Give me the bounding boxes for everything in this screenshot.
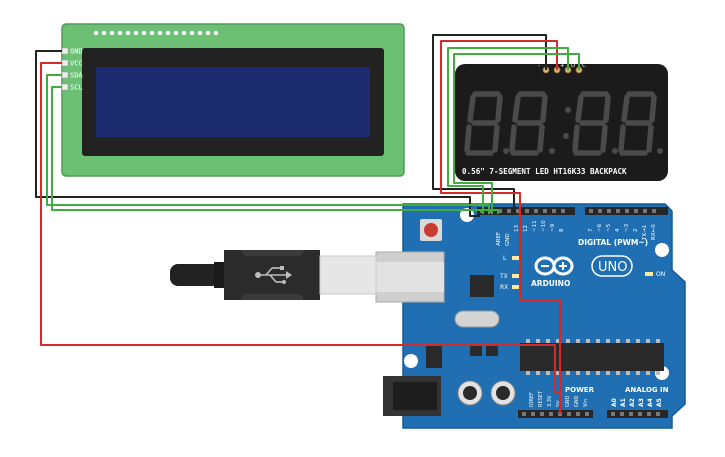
lcd-top-pin-header [93, 30, 219, 36]
power-section-label: POWER [565, 386, 595, 394]
capacitor [496, 386, 510, 400]
arduino-logo-icon [534, 256, 574, 276]
usb-plug-metal [319, 255, 377, 295]
analog-header [607, 410, 668, 418]
seven-segment-digit [509, 91, 548, 156]
seven-segment-digit [572, 91, 611, 156]
wire-seg-vcc [440, 40, 561, 414]
seven-segment-digit [618, 91, 657, 156]
seven-segment-pin-plus-label: + [560, 63, 565, 69]
lcd-pin-vcc-label: VCC [70, 60, 83, 68]
digital-pin-labels: AREF GND 13 12 ~11 ~10 ~9 8 7 ~6 ~5 4 ~3… [496, 220, 657, 246]
lcd-pin-gnd-label: GND [70, 48, 83, 56]
seven-segment-dots [503, 107, 663, 154]
seven-segment-digit [464, 91, 503, 156]
pin-label-a4: A4 [647, 398, 654, 407]
reset-button-cap[interactable] [424, 223, 438, 237]
capacitor [463, 386, 477, 400]
arduino-pcb [402, 203, 686, 429]
pin-label-12: 12 [523, 225, 529, 232]
led-tx [512, 274, 520, 278]
wire-seg-scl [453, 53, 580, 214]
usb-cable [170, 250, 377, 300]
analog-section-label: ANALOG IN [625, 386, 669, 394]
pin-label-a1: A1 [620, 398, 627, 407]
pin-label-reset: RESET [538, 390, 544, 407]
seven-segment-pin-minus-label: - [538, 63, 540, 69]
atmega-chip [520, 343, 664, 371]
pin-label-8: 8 [559, 228, 565, 232]
mounting-hole [404, 354, 418, 368]
arduino-logo-text: ARDUINO [531, 279, 570, 288]
pin-label-a5: A5 [656, 398, 663, 407]
pin-label-a2: A2 [629, 398, 636, 407]
pin-label-tx: TX→1 [642, 225, 648, 241]
pin-label-aref: AREF [496, 232, 502, 246]
led-rx-label: RX [500, 284, 508, 291]
wire-lcd-scl [51, 86, 499, 214]
lcd-module: GND VCC SDA SCL [61, 23, 405, 177]
led-l-label: L [503, 255, 507, 262]
mounting-hole [655, 243, 669, 257]
led-rx [512, 285, 520, 289]
pin-label-a0: A0 [611, 398, 618, 407]
pin-label-6: ~6 [597, 223, 603, 232]
power-header [518, 410, 593, 418]
usb-symbol-icon [255, 266, 292, 284]
pin-label-gnd1: GND [565, 395, 571, 407]
wire-lcd-gnd [35, 50, 480, 217]
pin-label-3: ~3 [624, 223, 630, 232]
pin-label-5: ~5 [606, 223, 612, 232]
pin-label-gnd2: GND [574, 395, 580, 407]
usb-port-inner [376, 262, 444, 292]
analog-pin-labels: A0 A1 A2 A3 A4 A5 [611, 398, 663, 407]
pin-label-13: 13 [514, 225, 520, 232]
pin-label-ioref: IOREF [529, 392, 535, 407]
small-component [470, 346, 482, 356]
pin-label-11: ~11 [532, 220, 538, 232]
power-jack-inner [393, 382, 437, 410]
pin-label-a3: A3 [638, 398, 645, 407]
pin-label-10: ~10 [541, 220, 547, 232]
pin-label-7: 7 [588, 228, 594, 232]
pin-label-vin: Vin [583, 399, 589, 407]
usb-cable-strain-relief [170, 264, 220, 286]
small-component [486, 346, 498, 356]
lcd-pin-scl-label: SCL [70, 84, 83, 92]
uno-badge [591, 255, 633, 277]
usb-chip [470, 275, 494, 297]
seven-segment-label: 0.56" 7-SEGMENT LED HT16K33 BACKPACK [462, 167, 627, 176]
led-tx-label: TX [499, 273, 508, 280]
led-l [512, 256, 520, 260]
pin-label-3v3: 3.3V [547, 395, 553, 407]
pin-label-9: ~9 [550, 223, 556, 232]
seven-segment-module: - + D C 0.56" 7-SEGMENT [455, 63, 668, 181]
uno-text: UNO [598, 260, 627, 275]
pin-label-gnd: GND [505, 233, 511, 246]
seven-segment-digits [464, 91, 657, 156]
wire-seg-sda [447, 47, 569, 214]
atmega-chip-legs [526, 339, 660, 375]
pin-label-2: 2 [633, 229, 639, 233]
seven-segment-pin-d-label: D [571, 63, 575, 69]
lcd-screen [96, 67, 370, 137]
led-on [645, 272, 653, 276]
arduino-uno-board: L TX RX ON ARDUINO UNO AREF GND 13 12 [375, 203, 686, 429]
pin-label-4: 4 [615, 228, 621, 232]
voltage-regulator [426, 346, 442, 368]
lcd-pin-sda-label: SDA [70, 72, 83, 80]
wires [35, 34, 580, 414]
seven-segment-pin-c-label: C [582, 63, 586, 69]
pin-label-rx: RX←0 [651, 224, 657, 240]
digital-pwm-label: DIGITAL (PWM~) [578, 238, 648, 247]
led-on-label: ON [656, 271, 665, 278]
crystal-oscillator [454, 310, 500, 328]
wire-lcd-sda [46, 74, 490, 214]
